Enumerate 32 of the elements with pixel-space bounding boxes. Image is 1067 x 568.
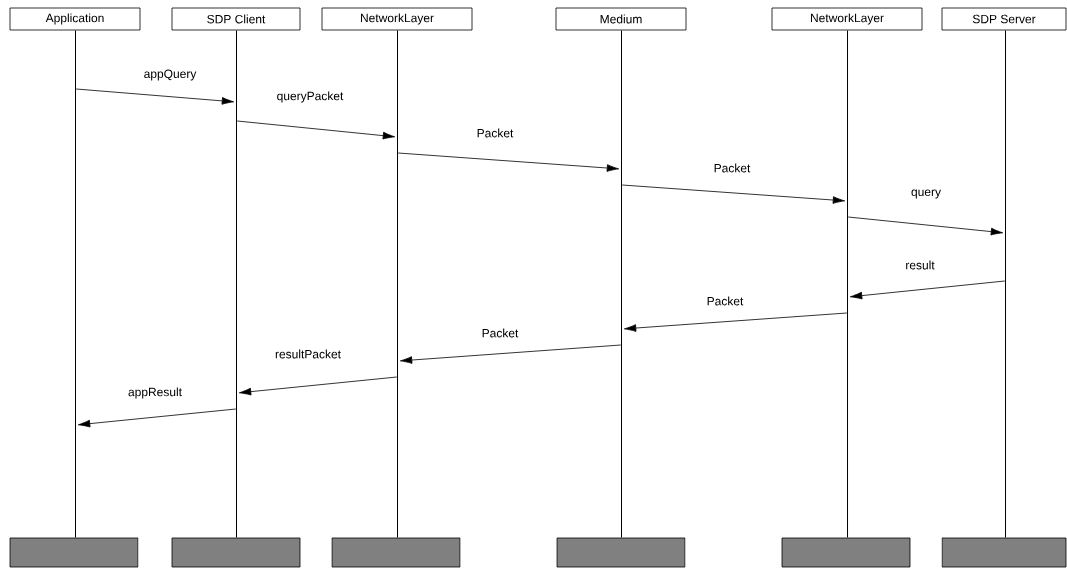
lifeline-header: SDP Server xyxy=(941,7,1067,31)
edge-label: Packet xyxy=(477,128,514,138)
lifeline-header: Application xyxy=(9,7,141,31)
message-arrow xyxy=(621,184,846,204)
message-arrow xyxy=(399,344,622,364)
message-arrow xyxy=(849,280,1006,300)
edge-label: appQuery xyxy=(144,69,197,81)
edge-label: Packet xyxy=(482,328,519,338)
lifeline-end-box xyxy=(171,537,301,568)
lifeline-header: NetworkLayer xyxy=(321,7,473,31)
message-arrow xyxy=(623,312,848,332)
message-arrow xyxy=(847,216,1004,236)
edge-label: Packet xyxy=(707,296,744,306)
edge-label: query xyxy=(911,189,941,199)
edge-label: queryPacket xyxy=(277,91,344,103)
message-arrow xyxy=(397,152,620,172)
edge-label: appResult xyxy=(128,387,182,399)
edge-label: resultPacket xyxy=(275,349,341,359)
lifeline-header: NetworkLayer xyxy=(771,7,923,31)
edge-label: Packet xyxy=(714,163,751,173)
lifeline-header: SDP Client xyxy=(171,7,301,31)
lifeline-header: Medium xyxy=(555,7,687,31)
lifeline-end-box xyxy=(556,537,686,568)
lifeline-end-box xyxy=(331,537,461,568)
message-arrow xyxy=(236,120,396,140)
message-arrow xyxy=(238,376,398,396)
lifeline-end-box xyxy=(781,537,911,568)
message-arrow xyxy=(77,408,237,428)
edge-label: result xyxy=(906,260,935,270)
message-arrow xyxy=(75,88,235,105)
lifeline-end-box xyxy=(9,537,139,568)
lifeline-end-box xyxy=(941,537,1067,568)
